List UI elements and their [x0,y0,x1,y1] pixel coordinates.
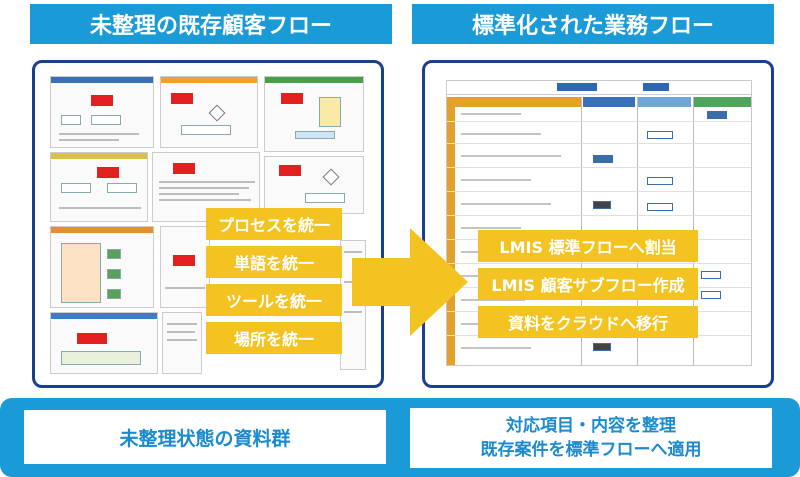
bottom-right-line2: 既存案件を標準フローへ適用 [480,440,702,460]
doc-thumbnail [50,312,158,374]
unify-tools-label: ツールを統一 [206,284,342,316]
doc-thumbnail [50,76,154,148]
unify-words-label: 単語を統一 [206,246,342,278]
unify-location-label: 場所を統一 [206,322,342,354]
doc-thumbnail [160,76,258,148]
bottom-right-summary: 対応項目・内容を整理 既存案件を標準フローへ適用 [410,408,772,468]
doc-thumbnail [264,156,364,214]
doc-thumbnail [162,312,202,374]
doc-thumbnail [160,226,210,308]
doc-thumbnail [50,152,148,222]
big-right-arrow-icon [352,228,468,336]
bottom-left-text: 未整理状態の資料群 [119,427,291,450]
bottom-right-line1: 対応項目・内容を整理 [506,416,676,436]
left-header: 未整理の既存顧客フロー [30,4,392,44]
create-sub-flow-label: LMIS 顧客サブフロー作成 [478,268,698,300]
migrate-to-cloud-label: 資料をクラウドへ移行 [478,306,698,338]
assign-standard-flow-label: LMIS 標準フローへ割当 [478,230,698,262]
right-header: 標準化された業務フロー [412,4,774,44]
doc-thumbnail [264,76,364,152]
bottom-left-summary: 未整理状態の資料群 [24,410,386,464]
unify-process-label: プロセスを統一 [206,208,342,240]
doc-thumbnail [50,226,154,308]
